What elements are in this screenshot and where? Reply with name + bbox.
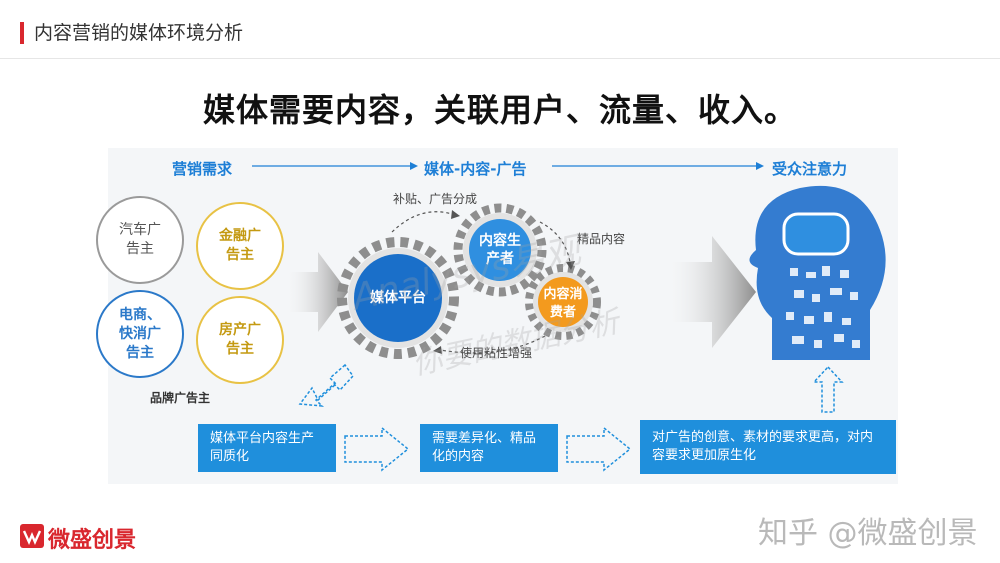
dashed-arrow-up (812, 365, 844, 413)
dashed-arrow-right-1 (344, 426, 410, 472)
gear-producer-teeth (453, 203, 547, 297)
headline: 媒体需要内容，关联用户、流量、收入。 (202, 91, 797, 129)
dashed-arrow-right-2 (566, 426, 632, 472)
box-native-content-text: 对广告的创意、素材的要求更高，对内容要求更加原生化 (652, 430, 874, 463)
brand-logo-icon (20, 524, 44, 548)
gear-platform-label: 媒体平台 (370, 290, 426, 306)
flow-label-stickiness: 使用粘性增强 (460, 346, 533, 360)
circle-ecommerce-label: 电商、快消广告主 (119, 306, 161, 361)
section-label-media: 媒体-内容-广告 (424, 160, 527, 178)
footer-brand-name: 微盛创景 (48, 528, 137, 553)
head-silhouette (749, 185, 886, 360)
circle-finance-advertiser: 金融广告主 (196, 202, 284, 290)
head-icon-dots (786, 266, 860, 348)
box-homogeneous: 媒体平台内容生产同质化 (198, 424, 336, 472)
brand-advertiser-label: 品牌广告主 (150, 391, 211, 405)
top-arrow-2-head (756, 162, 764, 170)
box-differentiation-text: 需要差异化、精品化的内容 (432, 431, 537, 464)
circle-realestate-advertiser: 房产广告主 (196, 296, 284, 384)
header-title: 内容营销的媒体环境分析 (34, 22, 244, 44)
box-differentiation: 需要差异化、精品化的内容 (420, 424, 558, 472)
gear-consumer-core (538, 277, 588, 327)
gray-arrow-right (662, 236, 756, 348)
footer-credit: 知乎 @微盛创景 (758, 516, 978, 551)
box-native-content: 对广告的创意、素材的要求更高，对内容要求更加原生化 (640, 420, 896, 474)
circle-ecommerce-advertiser: 电商、快消广告主 (96, 290, 184, 378)
gear-consumer-teeth (525, 264, 601, 340)
gear-consumer-label: 内容消费者 (543, 287, 583, 320)
header-accent-bar (20, 22, 24, 44)
speech-bubble (782, 212, 850, 256)
circle-finance-label: 金融广告主 (219, 228, 261, 263)
flow-label-subsidy: 补贴、广告分成 (393, 192, 478, 206)
box-homogeneous-text: 媒体平台内容生产同质化 (210, 431, 315, 464)
header-divider (0, 58, 1000, 59)
gear-platform-core (354, 254, 442, 342)
circle-realestate-label: 房产广告主 (219, 322, 261, 357)
flow-arrow-premium (539, 221, 571, 263)
dashed-arrow-diagonal (298, 363, 354, 407)
circle-auto-advertiser: 汽车广告主 (96, 196, 184, 284)
section-label-audience: 受众注意力 (772, 160, 848, 178)
gear-producer-label: 内容生产者 (479, 233, 521, 267)
gear-producer-core (469, 219, 531, 281)
top-arrow-1-head (410, 162, 418, 170)
section-label-marketing: 营销需求 (172, 160, 233, 178)
flow-label-premium: 精品内容 (577, 232, 626, 246)
flow-arrow-subsidy (391, 211, 453, 233)
gear-platform-teeth (337, 237, 459, 359)
circle-auto-label: 汽车广告主 (119, 222, 161, 257)
gray-arrow-left (282, 252, 348, 332)
